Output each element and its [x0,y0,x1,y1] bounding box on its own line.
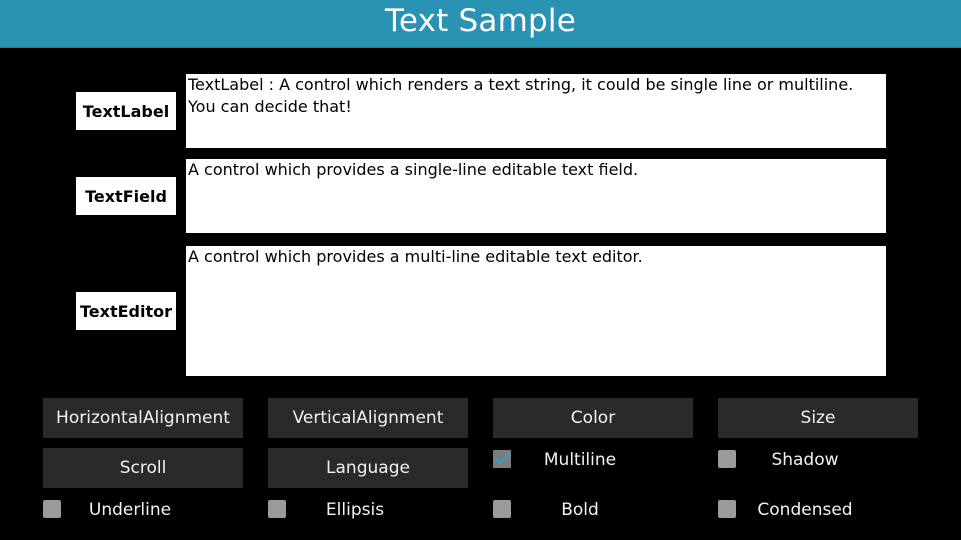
checkmark-icon [493,450,511,468]
horizontal-alignment-button[interactable]: HorizontalAlignment [43,398,243,438]
vertical-alignment-button[interactable]: VerticalAlignment [268,398,468,438]
ellipsis-label: Ellipsis [325,500,385,520]
language-button[interactable]: Language [268,448,468,488]
textlabel-display: TextLabel : A control which renders a te… [186,74,886,148]
textfield-tag: TextField [76,177,176,215]
shadow-checkbox[interactable] [718,450,736,468]
multiline-checkbox[interactable] [493,450,511,468]
scroll-button[interactable]: Scroll [43,448,243,488]
color-button[interactable]: Color [493,398,693,438]
textfield-input[interactable]: A control which provides a single-line e… [186,159,886,233]
bold-checkbox[interactable] [493,500,511,518]
textlabel-tag: TextLabel [76,92,176,130]
shadow-label: Shadow [771,450,839,470]
title-bar: Text Sample [0,0,961,48]
texteditor-tag: TextEditor [76,292,176,330]
multiline-label: Multiline [543,450,617,470]
bold-label: Bold [561,500,599,520]
ellipsis-checkbox[interactable] [268,500,286,518]
condensed-label: Condensed [757,500,853,520]
size-button[interactable]: Size [718,398,918,438]
texteditor-input[interactable]: A control which provides a multi-line ed… [186,246,886,376]
underline-checkbox[interactable] [43,500,61,518]
underline-label: Underline [88,500,172,520]
condensed-checkbox[interactable] [718,500,736,518]
page-title: Text Sample [385,3,576,39]
